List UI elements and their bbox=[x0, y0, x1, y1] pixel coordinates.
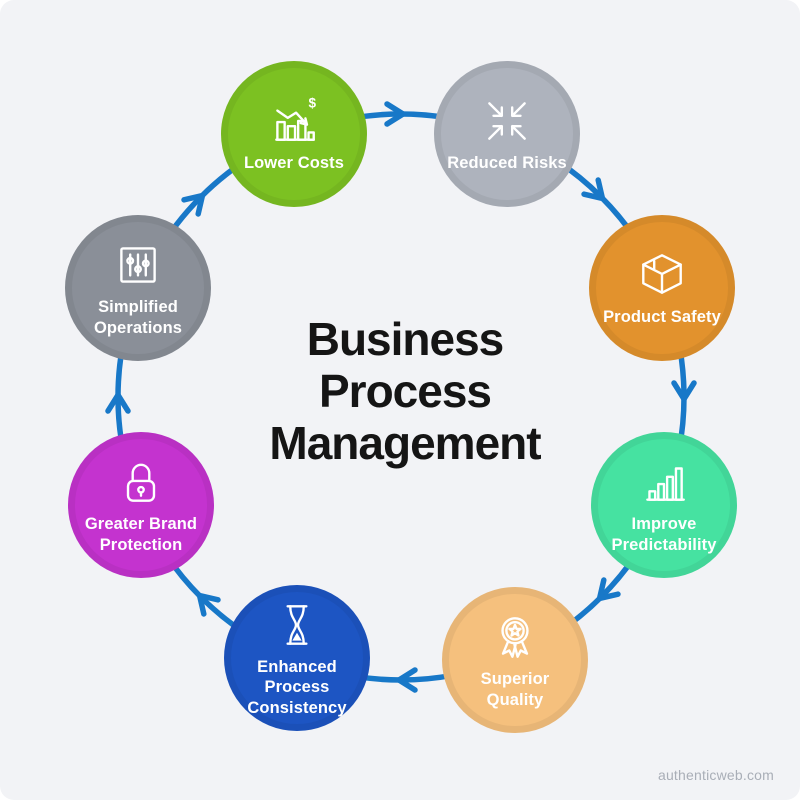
arrowhead-left bbox=[105, 392, 131, 414]
node-label: Superior Quality bbox=[480, 670, 550, 709]
node-product-safety: Product Safety bbox=[589, 215, 735, 361]
arrowhead-top bbox=[384, 101, 406, 127]
svg-text:$: $ bbox=[309, 96, 317, 111]
title-line-3: Management bbox=[269, 417, 541, 469]
arrowhead-bottom bbox=[396, 667, 418, 693]
node-label: Enhanced Process Consistency bbox=[247, 658, 347, 717]
node-label: Simplified Operations bbox=[93, 298, 183, 337]
title-line-2: Process bbox=[318, 365, 492, 417]
arrowhead-top-left bbox=[181, 192, 206, 217]
padlock-icon bbox=[126, 464, 156, 503]
node-greater-brand-protection: Greater Brand Protection bbox=[68, 432, 214, 578]
node-enhanced-process-consistency: Enhanced Process Consistency bbox=[224, 585, 370, 731]
node-superior-quality: Superior Quality bbox=[442, 587, 588, 733]
award-medal-icon bbox=[501, 617, 529, 659]
node-lower-costs: $ Lower Costs bbox=[221, 61, 367, 207]
arrowhead-right bbox=[671, 380, 697, 402]
node-label: Improve Predictability bbox=[611, 515, 717, 554]
node-label: Lower Costs bbox=[243, 154, 345, 173]
bar-chart-rise-icon bbox=[646, 467, 685, 502]
arrowhead-bottom-left bbox=[196, 592, 221, 617]
node-reduced-risks: Reduced Risks bbox=[434, 61, 580, 207]
node-label: Reduced Risks bbox=[447, 154, 567, 173]
node-label: Greater Brand Protection bbox=[84, 515, 198, 554]
node-label: Product Safety bbox=[603, 308, 721, 327]
package-box-icon bbox=[642, 254, 682, 295]
arrowhead-bottom-right bbox=[596, 577, 621, 602]
watermark-text: authenticweb.com bbox=[657, 767, 774, 783]
node-simplified-operations: Simplified Operations bbox=[65, 215, 211, 361]
node-improve-predictability: Improve Predictability bbox=[591, 432, 737, 578]
arrowhead-top-right bbox=[581, 177, 606, 202]
page-title: Business Process Management bbox=[205, 313, 605, 469]
chart-decline-dollar-icon: $ bbox=[275, 96, 317, 142]
title-line-1: Business bbox=[306, 313, 505, 365]
sliders-icon bbox=[120, 247, 156, 284]
hourglass-icon bbox=[286, 605, 308, 646]
collapse-arrows-icon bbox=[488, 102, 526, 141]
